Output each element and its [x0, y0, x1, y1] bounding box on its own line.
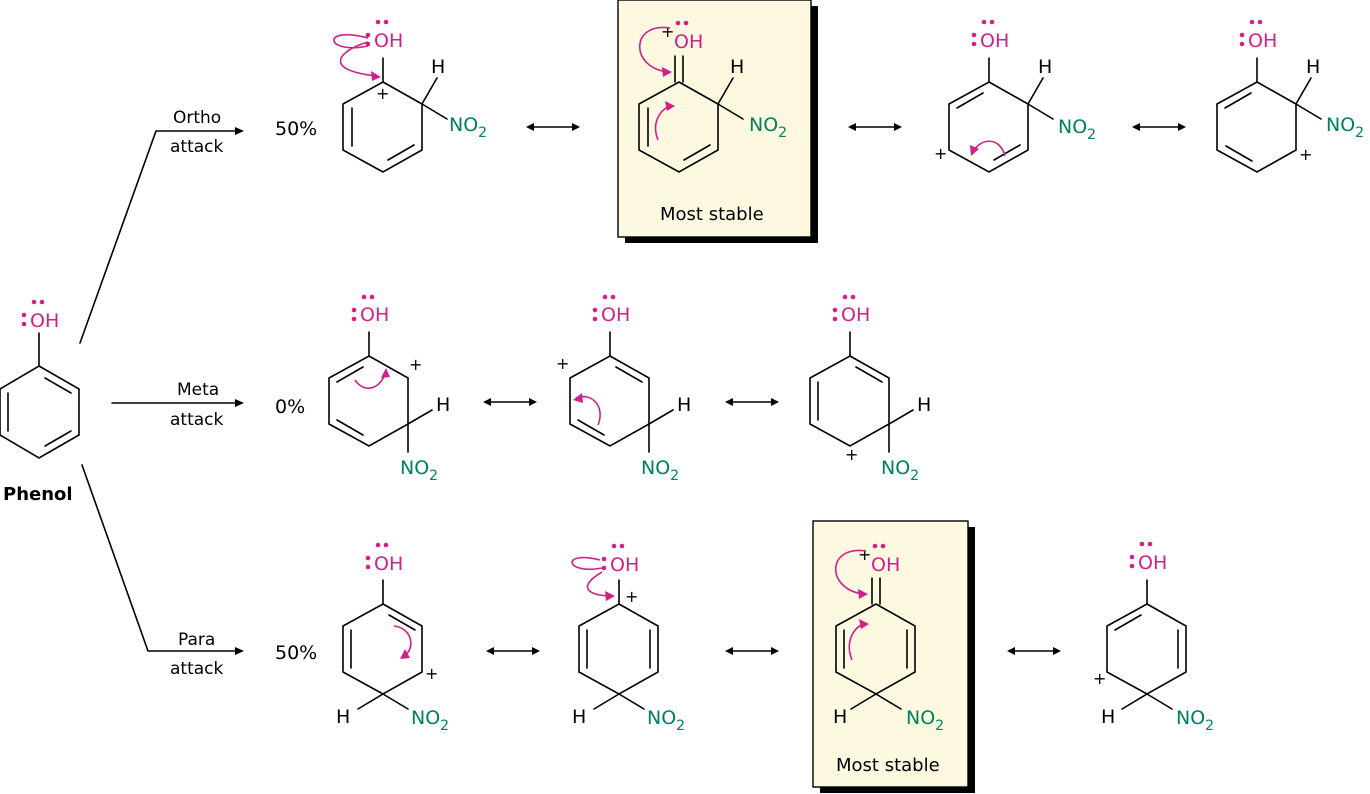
meta-structure-3: OH H NO2 + [809, 294, 931, 484]
ortho-structure-4: OH H NO2 + [1216, 19, 1364, 173]
para-structure-3-most-stable: OH + H NO2 Most stable [812, 520, 975, 793]
ortho-percent: 50% [275, 118, 317, 140]
ortho1-no2: NO2 [449, 114, 487, 141]
para1-oh: OH [374, 553, 403, 575]
ortho-attack-label: attack [170, 137, 224, 157]
meta3-oh: OH [841, 304, 870, 326]
para2-oh: OH [610, 554, 639, 576]
para4-no2: NO2 [1176, 707, 1214, 734]
ortho4-h: H [1306, 56, 1320, 78]
para2-charge: + [625, 587, 638, 606]
para-structure-4: OH H NO2 + [1093, 541, 1214, 734]
meta1-h: H [436, 394, 450, 416]
meta3-charge: + [845, 445, 858, 464]
meta2-h: H [677, 394, 691, 416]
meta-attack-label: attack [170, 410, 224, 430]
ortho4-no2: NO2 [1326, 114, 1364, 141]
para4-charge: + [1093, 669, 1106, 688]
resonance-arrows [483, 123, 1186, 655]
ortho-structure-2-most-stable: OH + H NO2 Most stable [617, 0, 818, 243]
meta1-oh: OH [360, 304, 389, 326]
ortho3-oh: OH [980, 30, 1009, 52]
ortho1-oh: OH [374, 30, 403, 52]
para2-no2: NO2 [647, 707, 685, 734]
para-structure-1: OH H NO2 + [336, 542, 449, 734]
para2-h: H [572, 706, 586, 728]
ortho-label: Ortho [173, 108, 221, 128]
ortho1-h: H [431, 56, 445, 78]
phenol-oh-label: OH [30, 310, 59, 332]
para1-charge: + [425, 664, 438, 683]
para3-oh: OH [871, 554, 900, 576]
ortho-structure-1: OH H NO2 + [333, 19, 487, 173]
meta1-no2: NO2 [400, 457, 438, 484]
para-attack-label: attack [170, 659, 224, 679]
meta-structure-2: OH H NO2 + [556, 294, 691, 484]
ortho2-oh: OH [674, 31, 703, 53]
meta-percent: 0% [275, 396, 305, 418]
para-percent: 50% [275, 642, 317, 664]
meta3-h: H [917, 394, 931, 416]
para-structure-2: OH H NO2 + [571, 543, 685, 734]
para-most-stable-caption: Most stable [836, 755, 940, 776]
phenol-structure: OH Phenol [0, 299, 80, 505]
para4-oh: OH [1138, 552, 1167, 574]
ortho4-oh: OH [1248, 30, 1277, 52]
meta3-no2: NO2 [881, 457, 919, 484]
para1-no2: NO2 [411, 707, 449, 734]
para-label: Para [178, 630, 215, 650]
meta2-charge: + [556, 354, 569, 373]
ortho-structure-3: OH H NO2 + [934, 19, 1096, 173]
para3-charge: + [858, 545, 871, 564]
ortho2-charge: + [661, 22, 674, 41]
ortho-most-stable-caption: Most stable [660, 204, 764, 225]
ortho2-no2: NO2 [749, 114, 787, 141]
para4-h: H [1101, 706, 1115, 728]
ortho3-no2: NO2 [1058, 116, 1096, 143]
ortho3-h: H [1038, 56, 1052, 78]
meta2-no2: NO2 [641, 457, 679, 484]
para1-h: H [336, 706, 350, 728]
meta1-charge: + [409, 355, 422, 374]
phenol-name: Phenol [3, 484, 73, 505]
ortho1-charge: + [376, 84, 389, 103]
ortho2-h: H [730, 56, 744, 78]
ortho4-charge: + [1299, 145, 1312, 164]
meta-structure-1: OH H NO2 + [328, 294, 450, 484]
meta2-oh: OH [601, 304, 630, 326]
pathway-arrows [79, 127, 244, 655]
meta-label: Meta [177, 380, 219, 400]
ortho3-charge: + [934, 144, 947, 163]
para3-h: H [833, 706, 847, 728]
para3-no2: NO2 [906, 707, 944, 734]
